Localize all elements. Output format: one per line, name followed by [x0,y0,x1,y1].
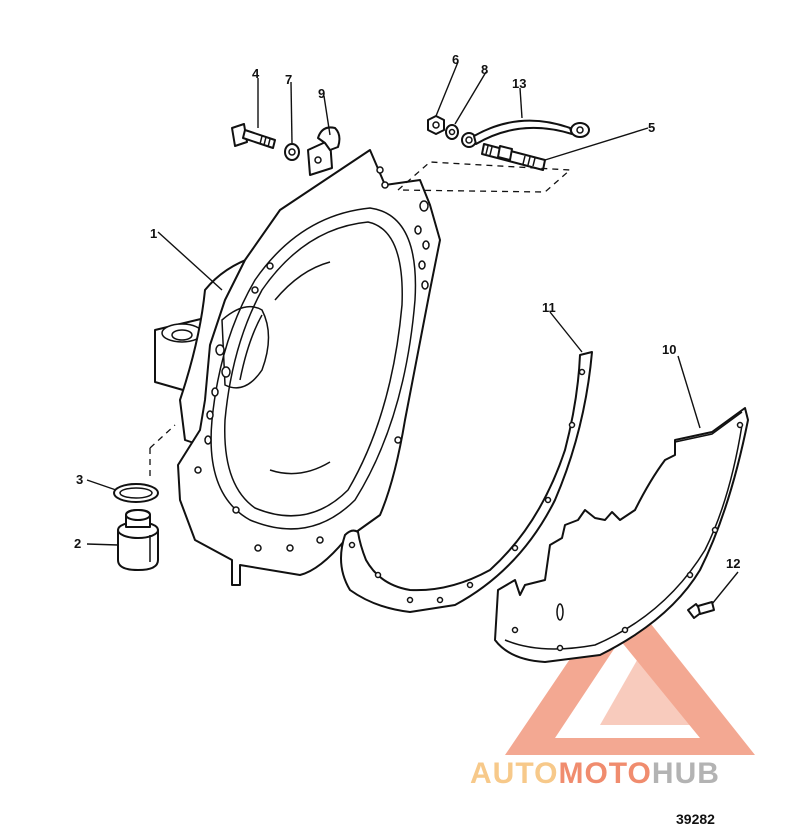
mount-alignment-line [149,424,176,478]
callout-6: 6 [452,52,459,67]
cover-plate [494,407,749,663]
flywheel-housing [154,149,441,586]
callout-8: 8 [481,62,488,77]
stud-alignment-line [397,161,572,193]
callout-2: 2 [74,536,81,551]
watermark-text-moto: MOTO [558,757,651,790]
washer-7 [284,143,300,161]
callout-12: 12 [726,556,740,571]
screw [687,601,715,619]
clip [307,126,341,176]
callout-11: 11 [542,300,556,315]
washer-8 [445,124,459,140]
gasket [340,351,593,613]
callout-7: 7 [285,72,292,87]
leader-lines [86,61,739,605]
callout-4: 4 [252,66,260,81]
callout-3: 3 [76,472,83,487]
watermark-text-auto: AUTO [470,757,558,790]
callout-1: 1 [150,226,157,241]
bolt [231,123,276,149]
callout-5: 5 [648,120,655,135]
figure-number: 39282 [676,811,715,827]
callout-13: 13 [512,76,526,91]
nut [427,115,445,135]
ground-strap [461,119,590,148]
callout-labels: 1 2 3 4 5 6 7 8 9 10 11 12 13 [74,52,740,571]
watermark-inner-triangle [600,655,690,725]
seal-ring [113,483,159,503]
stud [481,143,546,171]
housing-bolt-holes [194,166,430,552]
watermark-text: AUTOMOTOHUB [470,757,720,790]
rubber-mount [117,509,159,571]
watermark-triangle [505,585,755,755]
watermark-logo [505,585,755,755]
callout-9: 9 [318,86,325,101]
callout-10: 10 [662,342,676,357]
watermark-text-hub: HUB [652,757,720,790]
